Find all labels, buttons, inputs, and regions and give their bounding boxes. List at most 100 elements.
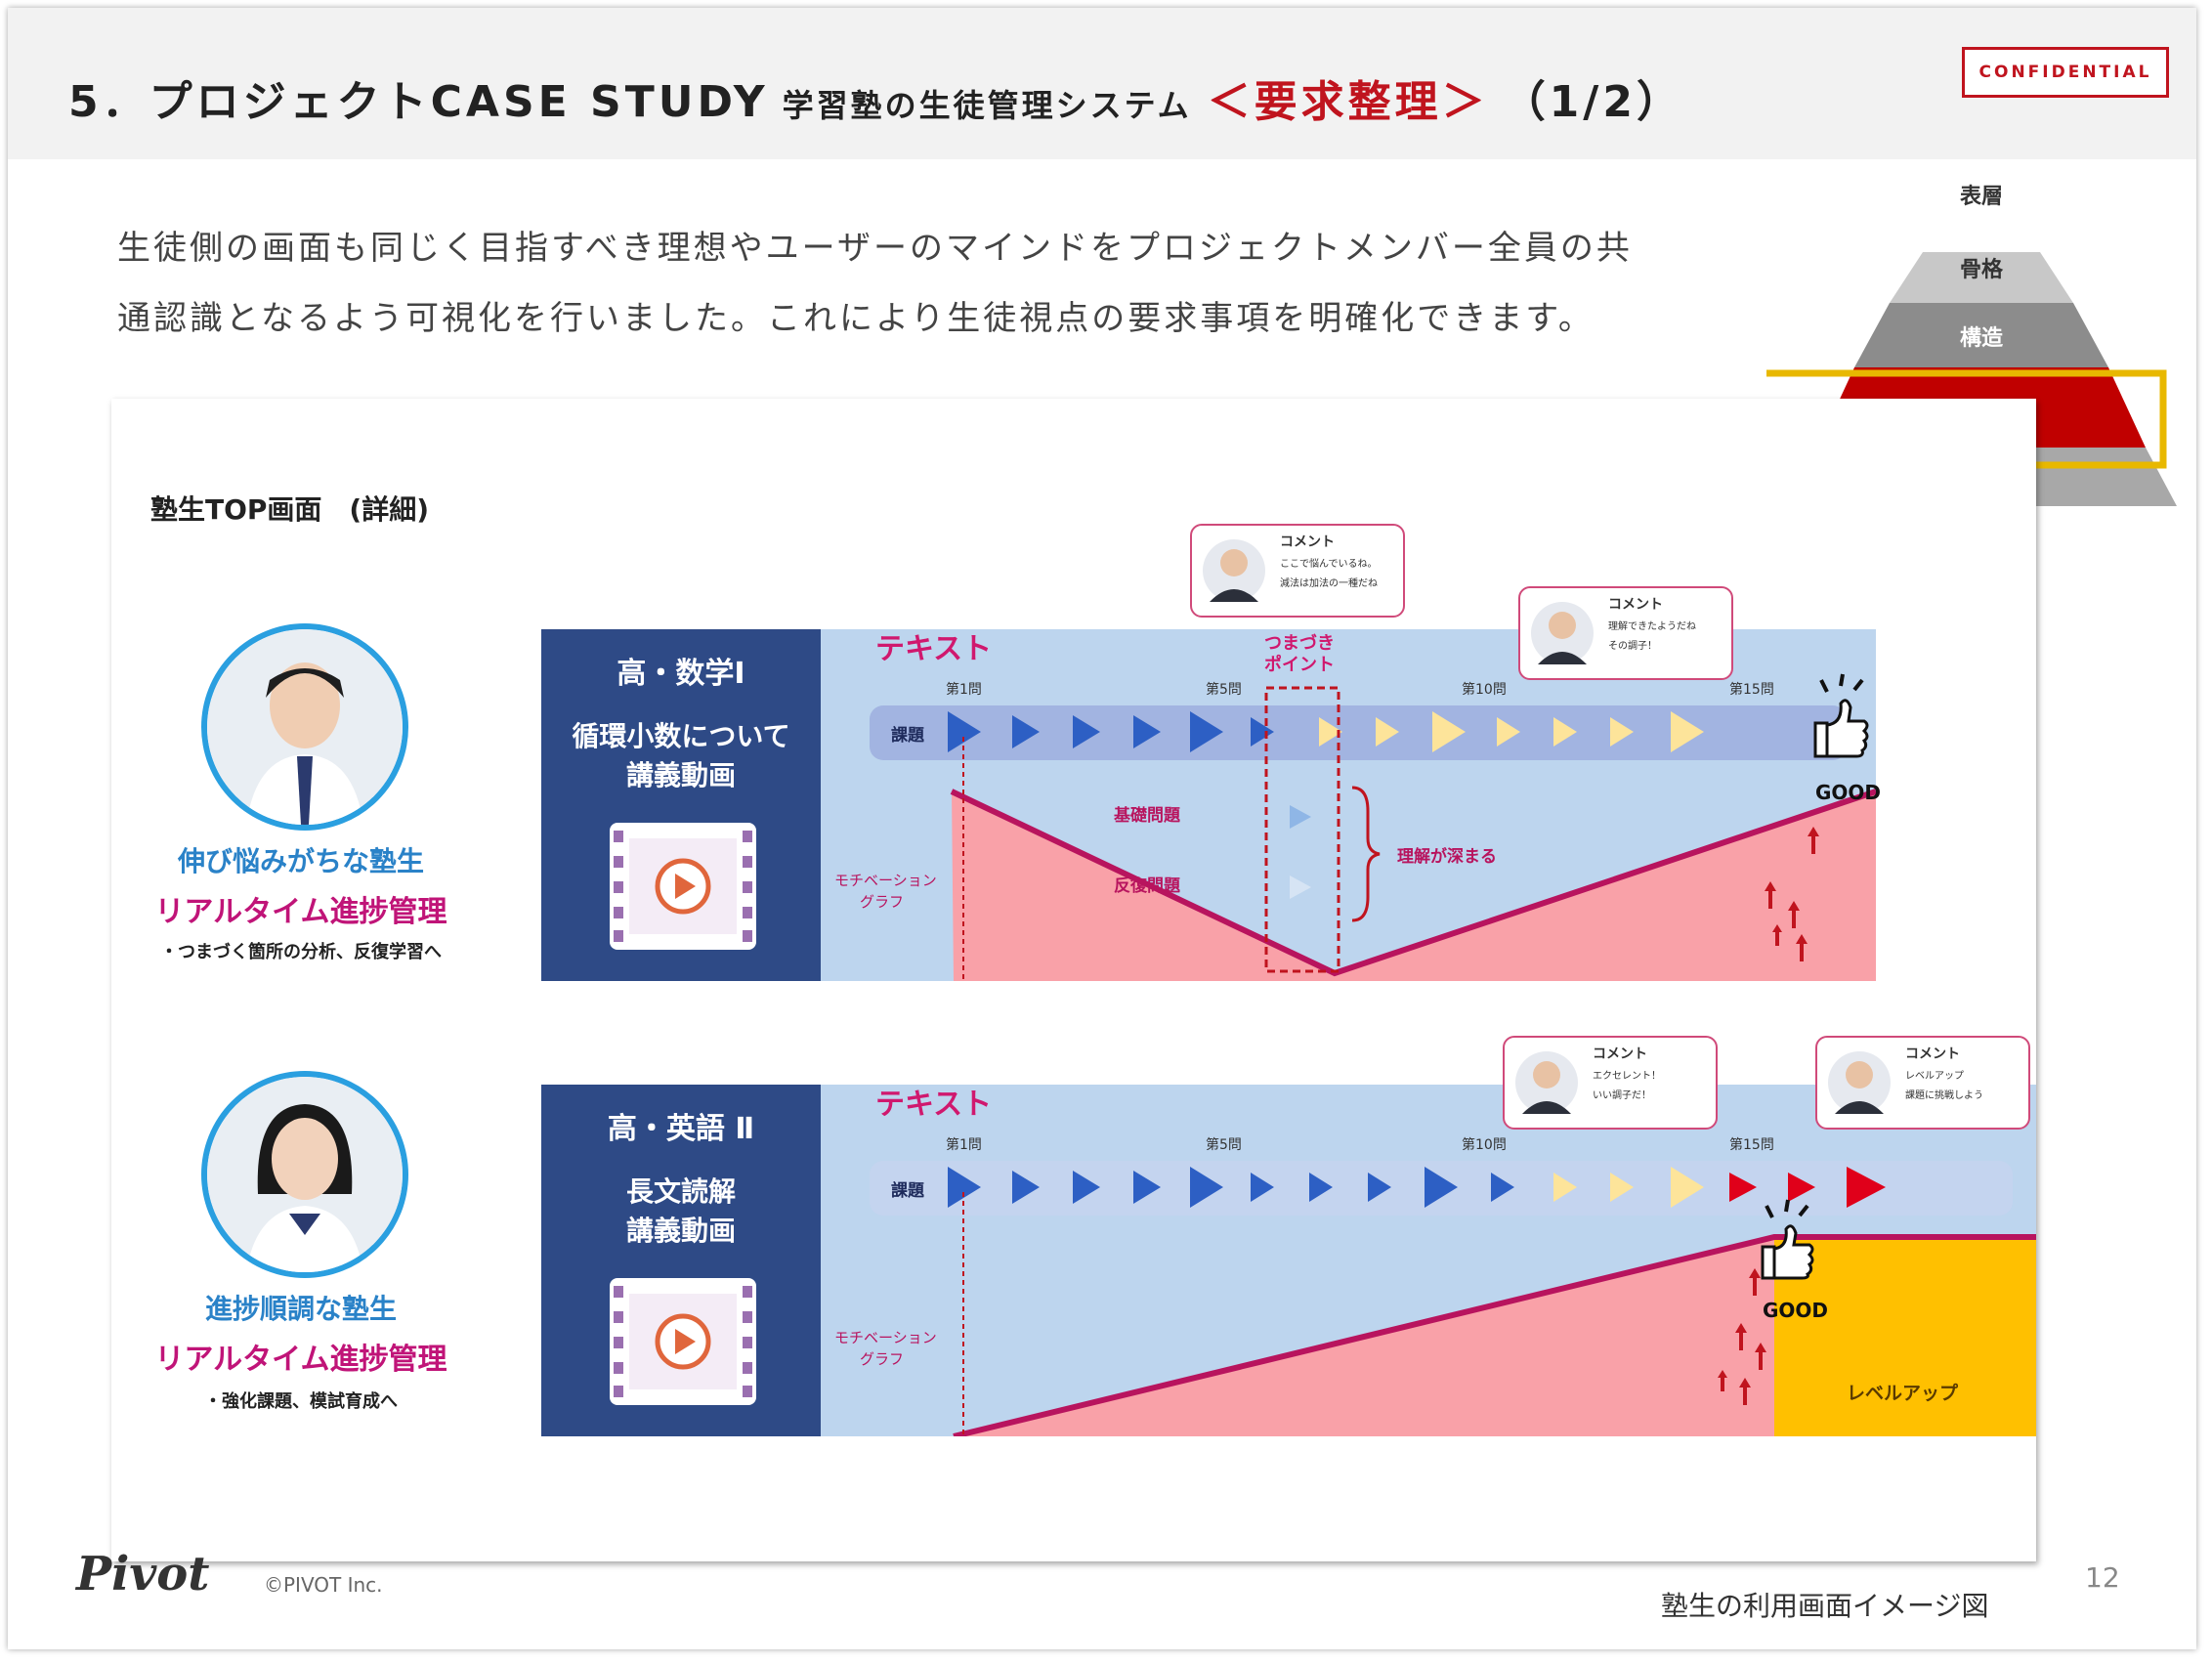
task-arrow bbox=[1610, 717, 1634, 747]
task-arrow bbox=[1073, 1171, 1100, 1204]
title-highlight: ＜要求整理＞ bbox=[1207, 77, 1489, 127]
title-main: 5．プロジェクトCASE STUDY bbox=[68, 77, 769, 127]
tick-label: 第15問 bbox=[1729, 1136, 1774, 1153]
course-desc: 循環小数について 講義動画 bbox=[541, 717, 821, 795]
student-mgmt: リアルタイム進捗管理 bbox=[154, 895, 447, 929]
motivation-line bbox=[950, 789, 1877, 977]
course-desc-line-2: 講義動画 bbox=[625, 759, 736, 791]
task-arrow bbox=[1190, 711, 1223, 752]
motivation-line-1: モチベーション bbox=[834, 872, 937, 889]
task-arrow bbox=[1729, 1173, 1757, 1202]
video-play-icon[interactable] bbox=[610, 823, 756, 950]
task-label: 課題 bbox=[891, 725, 925, 746]
task-arrow bbox=[1788, 1173, 1815, 1202]
tutor-avatar bbox=[1828, 1051, 1891, 1114]
confidential-stamp: CONFIDENTIAL bbox=[1962, 47, 2169, 98]
comment-body-2: その調子！ bbox=[1608, 641, 1657, 652]
text-label: テキスト bbox=[875, 1088, 992, 1122]
task-arrow bbox=[1610, 1173, 1634, 1202]
comment-bubble: コメント 理解できたようだね その調子！ bbox=[1518, 586, 1733, 680]
task-arrow bbox=[1133, 715, 1161, 748]
good-label: GOOD bbox=[1763, 1299, 1828, 1322]
task-arrow bbox=[948, 1167, 981, 1208]
up-arrow-icon bbox=[1796, 934, 1808, 961]
student-note: ・つまづく箇所の分析、反復学習へ bbox=[160, 942, 442, 962]
task-bar bbox=[870, 705, 1847, 760]
repeat-label: 反復問題 bbox=[1114, 875, 1181, 896]
tick-label: 第10問 bbox=[1462, 1136, 1507, 1153]
task-arrow bbox=[1553, 1173, 1577, 1202]
stumble-label: つまづきポイント bbox=[1264, 633, 1335, 675]
task-arrow bbox=[1251, 717, 1274, 747]
task-arrow bbox=[1012, 715, 1040, 748]
up-arrow-icon bbox=[1788, 901, 1800, 928]
task-arrow bbox=[1432, 711, 1466, 752]
pyramid-level-skeleton bbox=[1890, 252, 2073, 303]
tick-label: 第5問 bbox=[1206, 681, 1242, 698]
copyright: ©PIVOT Inc. bbox=[264, 1573, 383, 1597]
pyramid-label-2: 構造 bbox=[1960, 325, 2003, 351]
course-desc-line-2: 講義動画 bbox=[625, 1215, 736, 1247]
up-arrow-icon bbox=[1739, 1378, 1751, 1405]
tutor-avatar bbox=[1203, 539, 1265, 602]
thumbs-up-icon bbox=[1761, 1199, 1814, 1280]
comment-bubble: コメント レベルアップ 課題に挑戦しよう bbox=[1815, 1036, 2030, 1130]
page-number: 12 bbox=[2085, 1561, 2120, 1594]
motivation-line-2: グラフ bbox=[860, 893, 904, 911]
avatar bbox=[201, 1071, 408, 1278]
pyramid-label-0: 表層 bbox=[1960, 185, 2003, 209]
thumbs-up-icon bbox=[1813, 673, 1869, 758]
pivot-logo: Pivot bbox=[76, 1547, 210, 1601]
course-row-english: 高・英語 Ⅱ 長文読解 講義動画 テキスト bbox=[541, 1085, 2036, 1436]
course-card[interactable]: 高・英語 Ⅱ 長文読解 講義動画 bbox=[541, 1085, 821, 1436]
levelup-label: レベルアップ bbox=[1847, 1382, 1959, 1404]
task-arrow bbox=[948, 711, 981, 752]
video-play-icon[interactable] bbox=[610, 1278, 756, 1405]
comment-title: コメント bbox=[1905, 1046, 1960, 1062]
comment-bubble: コメント エクセレント！ いい調子だ！ bbox=[1503, 1036, 1718, 1130]
pyramid-label-1: 骨格 bbox=[1960, 257, 2004, 282]
task-arrow bbox=[1425, 1167, 1458, 1208]
motivation-area bbox=[952, 791, 1876, 981]
intro-line-1: 生徒側の画面も同じく目指すべき理想やユーザーのマインドをプロジェクトメンバー全員… bbox=[117, 229, 1633, 268]
student-type: 伸び悩みがちな塾生 bbox=[177, 845, 424, 877]
intro-text: 生徒側の画面も同じく目指すべき理想やユーザーのマインドをプロジェクトメンバー全員… bbox=[117, 213, 1778, 354]
up-arrow-icon bbox=[1749, 1268, 1761, 1296]
task-arrow bbox=[1368, 1173, 1391, 1202]
tutor-avatar bbox=[1515, 1051, 1578, 1114]
deepen-label: 理解が深まる bbox=[1397, 846, 1497, 867]
up-arrow-icon bbox=[1735, 1323, 1747, 1350]
course-card[interactable]: 高・数学Ⅰ 循環小数について 講義動画 bbox=[541, 629, 821, 981]
course-name: 高・英語 Ⅱ bbox=[607, 1112, 755, 1146]
task-arrow bbox=[1847, 1167, 1886, 1208]
course-desc: 長文読解 講義動画 bbox=[541, 1173, 821, 1251]
text-label: テキスト bbox=[875, 632, 992, 666]
motivation-line-2: グラフ bbox=[860, 1350, 904, 1368]
avatar bbox=[201, 623, 408, 831]
task-arrow bbox=[1073, 715, 1100, 748]
task-arrow bbox=[1319, 717, 1342, 747]
task-arrow bbox=[1671, 1167, 1704, 1208]
up-arrow-icon bbox=[1755, 1343, 1766, 1370]
screen-mockup-panel: 塾生TOP画面 (詳細) 伸び悩みがちな塾生 リアルタイム進捗管理 ・つまづく箇… bbox=[111, 399, 2036, 1561]
task-arrow bbox=[1497, 717, 1520, 747]
task-arrow bbox=[1290, 805, 1311, 829]
motivation-label: モチベーション グラフ bbox=[834, 1329, 941, 1368]
comment-title: コメント bbox=[1593, 1046, 1647, 1062]
panel-title: 塾生TOP画面 (詳細) bbox=[150, 493, 430, 526]
comment-body-1: ここで悩んでいるね。 bbox=[1280, 559, 1378, 570]
tick-label: 第15問 bbox=[1729, 681, 1774, 698]
student-mgmt: リアルタイム進捗管理 bbox=[154, 1343, 447, 1377]
comment-title: コメント bbox=[1608, 597, 1663, 613]
task-arrow bbox=[1190, 1167, 1223, 1208]
course-name: 高・数学Ⅰ bbox=[617, 657, 745, 691]
pyramid-level-surface bbox=[1923, 162, 2040, 252]
pyramid-level-structure bbox=[1854, 303, 2108, 367]
up-arrow-icon bbox=[1808, 827, 1819, 854]
task-arrow bbox=[1491, 1173, 1514, 1202]
progress-chart: テキスト 第1問 第5問 第10問 第15問 課題 bbox=[834, 1088, 2036, 1436]
levelup-area bbox=[1774, 1237, 2036, 1436]
motivation-line bbox=[953, 1234, 2036, 1436]
